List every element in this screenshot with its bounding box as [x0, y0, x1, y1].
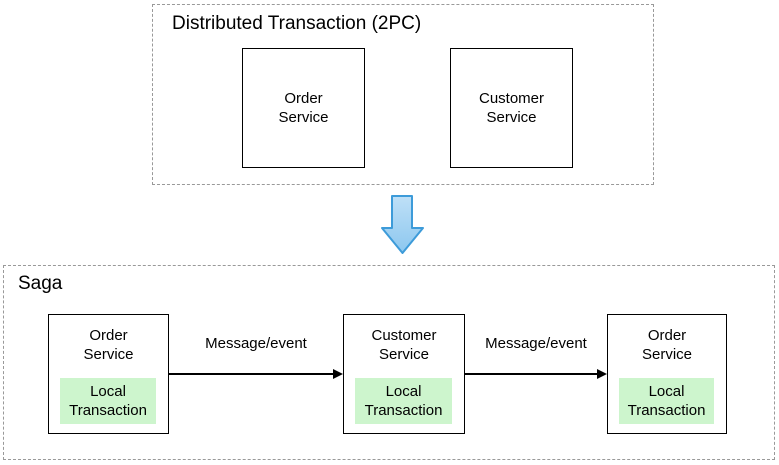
local-transaction-box: Local Transaction	[619, 378, 714, 424]
message-event-label: Message/event	[205, 335, 307, 352]
arrow-line	[169, 373, 334, 375]
message-arrow	[169, 369, 343, 379]
saga-order-service-box-2: Order Service Local Transaction	[607, 314, 727, 434]
distributed-transaction-group: Distributed Transaction (2PC) Order Serv…	[152, 4, 654, 185]
customer-service-label: Customer Service	[478, 90, 545, 126]
saga-customer-service-box: Customer Service Local Transaction	[343, 314, 465, 434]
saga-customer-service-label: Customer Service	[371, 327, 437, 363]
arrow-line	[465, 373, 598, 375]
message-event-label: Message/event	[485, 335, 587, 352]
section-title-2pc: Distributed Transaction (2PC)	[172, 13, 422, 34]
local-transaction-label: Local Transaction	[627, 383, 706, 419]
saga-order-service-label: Order Service	[641, 327, 693, 363]
local-transaction-label: Local Transaction	[364, 383, 443, 419]
arrow-head-icon	[333, 369, 343, 379]
section-title-saga: Saga	[18, 273, 63, 294]
saga-order-service-label: Order Service	[83, 327, 134, 363]
saga-order-service-box: Order Service Local Transaction	[48, 314, 169, 434]
saga-group: Saga Order Service Local Transaction Mes…	[3, 265, 775, 460]
transform-down-arrow-icon	[381, 195, 424, 254]
message-arrow	[465, 369, 607, 379]
customer-service-box: Customer Service	[450, 48, 573, 168]
order-service-label: Order Service	[278, 90, 329, 126]
order-service-box: Order Service	[242, 48, 365, 168]
local-transaction-label: Local Transaction	[69, 383, 147, 419]
arrow-head-icon	[597, 369, 607, 379]
local-transaction-box: Local Transaction	[60, 378, 156, 424]
local-transaction-box: Local Transaction	[355, 378, 452, 424]
